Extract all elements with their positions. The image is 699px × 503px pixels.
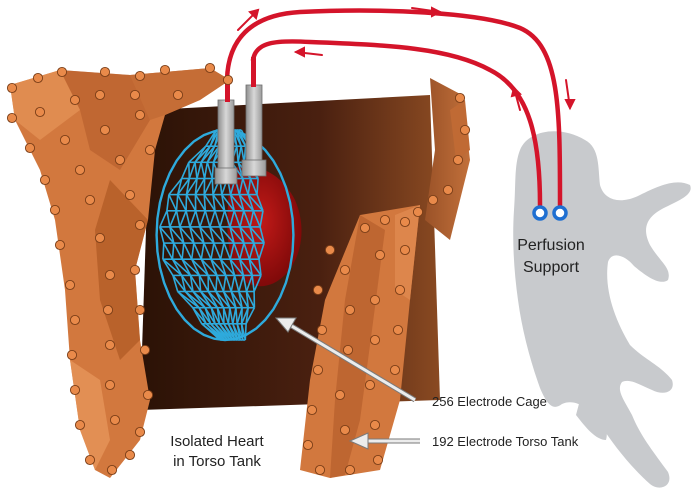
electrode-dot <box>143 390 152 399</box>
electrode-dot <box>140 345 149 354</box>
electrode-dot <box>115 155 124 164</box>
perfusion-support-label-line1: Perfusion <box>517 237 585 254</box>
cage-wire <box>163 243 164 259</box>
electrode-cage-label: 256 Electrode Cage <box>432 394 547 409</box>
electrode-dot <box>370 335 379 344</box>
flow-arrows <box>238 8 574 110</box>
cage-wire <box>189 162 190 178</box>
electrode-dot <box>7 113 16 122</box>
electrode-dot <box>428 195 437 204</box>
perfusion-support-label-line2: Support <box>523 259 580 276</box>
electrode-dot <box>25 143 34 152</box>
electrode-dot <box>173 90 182 99</box>
isolated-heart-label-line1: Isolated Heart <box>170 433 264 450</box>
electrode-dot <box>375 250 384 259</box>
torso-tank-label: 192 Electrode Torso Tank <box>432 434 579 449</box>
electrode-dot <box>455 93 464 102</box>
electrode-dot <box>393 325 402 334</box>
electrode-dot <box>380 215 389 224</box>
electrode-dot <box>135 110 144 119</box>
electrode-dot <box>65 280 74 289</box>
cage-wire <box>212 179 213 195</box>
electrode-dot <box>125 450 134 459</box>
electrode-dot <box>50 205 59 214</box>
electrode-dot <box>70 385 79 394</box>
electrode-dot <box>303 440 312 449</box>
electrode-dot <box>317 325 326 334</box>
electrode-dot <box>365 380 374 389</box>
electrode-dot <box>70 315 79 324</box>
electrode-dot <box>75 420 84 429</box>
electrode-dot <box>390 365 399 374</box>
electrode-dot <box>135 305 144 314</box>
electrode-dot <box>340 425 349 434</box>
electrode-dot <box>130 90 139 99</box>
electrode-dot <box>313 285 322 294</box>
electrode-dot <box>400 245 409 254</box>
electrode-dot <box>145 145 154 154</box>
electrode-dot <box>100 125 109 134</box>
electrode-dot <box>85 195 94 204</box>
electrode-dot <box>345 305 354 314</box>
electrode-dot <box>360 223 369 232</box>
electrode-dot <box>107 465 116 474</box>
electrode-dot <box>103 305 112 314</box>
electrode-dot <box>205 63 214 72</box>
electrode-dot <box>70 95 79 104</box>
cage-wire <box>257 179 258 195</box>
electrode-dot <box>223 75 232 84</box>
electrode-dot <box>373 455 382 464</box>
electrode-dot <box>160 65 169 74</box>
electrode-dot <box>55 240 64 249</box>
electrode-dot <box>130 265 139 274</box>
electrode-dot <box>335 390 344 399</box>
electrode-dot <box>370 295 379 304</box>
electrode-dot <box>100 67 109 76</box>
electrode-dot <box>7 83 16 92</box>
isolated-heart-label-line2: in Torso Tank <box>173 453 261 470</box>
electrode-dot <box>105 270 114 279</box>
electrode-dot <box>453 155 462 164</box>
electrode-dot <box>125 190 134 199</box>
electrode-dot <box>95 90 104 99</box>
electrode-dot <box>400 217 409 226</box>
electrode-dot <box>135 71 144 80</box>
cage-wire <box>212 162 213 178</box>
electrode-dot <box>343 345 352 354</box>
electrode-dot <box>105 380 114 389</box>
electrode-dot <box>67 350 76 359</box>
cage-wire <box>245 324 246 340</box>
electrode-dot <box>443 185 452 194</box>
electrode-dot <box>33 73 42 82</box>
electrode-dot <box>110 415 119 424</box>
electrode-dot <box>135 220 144 229</box>
electrode-dot <box>307 405 316 414</box>
electrode-dot <box>40 175 49 184</box>
electrode-dot <box>460 125 469 134</box>
electrode-dot <box>345 465 354 474</box>
cage-wire <box>216 275 217 291</box>
electrode-dot <box>57 67 66 76</box>
electrode-dot <box>35 107 44 116</box>
electrode-dot <box>413 207 422 216</box>
electrode-dot <box>60 135 69 144</box>
electrode-dot <box>135 427 144 436</box>
electrode-dot <box>85 455 94 464</box>
electrode-dot <box>315 465 324 474</box>
electrode-dot <box>75 165 84 174</box>
electrode-dot <box>105 340 114 349</box>
electrode-dot <box>325 245 334 254</box>
electrode-dot <box>95 233 104 242</box>
electrode-dot <box>370 420 379 429</box>
electrode-dot <box>340 265 349 274</box>
electrode-dot <box>313 365 322 374</box>
electrode-dot <box>395 285 404 294</box>
